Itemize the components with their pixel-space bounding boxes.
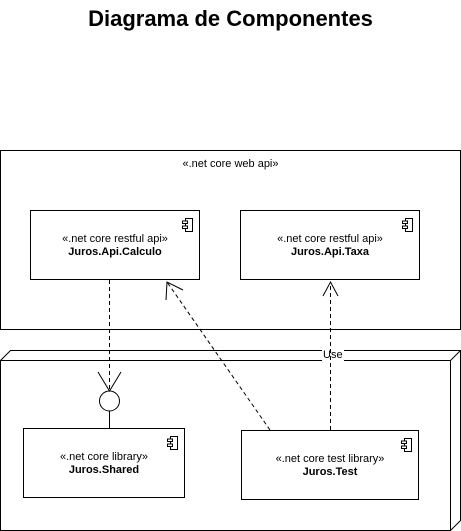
dependency-test-to-calculo — [165, 281, 271, 431]
component-juros-api-calculo[interactable]: «.net core restful api» Juros.Api.Calcul… — [30, 210, 200, 280]
component-name: Juros.Test — [302, 466, 358, 478]
component-icon — [167, 436, 178, 450]
node-label: Use — [322, 349, 344, 361]
component-name: Juros.Api.Taxa — [290, 246, 370, 258]
component-stereotype: «.net core test library» — [275, 453, 385, 465]
diagram-title: Diagrama de Componentes — [88, 6, 373, 31]
component-name: Juros.Shared — [68, 464, 140, 476]
component-juros-test[interactable]: «.net core test library» Juros.Test — [241, 430, 419, 500]
component-icon — [402, 218, 413, 232]
web-api-stereotype: «.net core web api» — [182, 158, 279, 170]
dependency-test-to-taxa — [322, 280, 339, 430]
component-stereotype: «.net core restful api» — [62, 233, 168, 245]
component-juros-api-taxa[interactable]: «.net core restful api» Juros.Api.Taxa — [240, 210, 420, 280]
component-name: Juros.Api.Calculo — [68, 246, 162, 258]
component-stereotype: «.net core restful api» — [277, 233, 383, 245]
component-icon — [182, 218, 193, 232]
component-juros-shared[interactable]: «.net core library» Juros.Shared — [23, 428, 185, 498]
component-icon — [401, 438, 412, 452]
component-stereotype: «.net core library» — [59, 451, 149, 463]
dependency-calculo-to-shared — [97, 280, 122, 392]
lollipop-interface-icon — [99, 390, 120, 428]
